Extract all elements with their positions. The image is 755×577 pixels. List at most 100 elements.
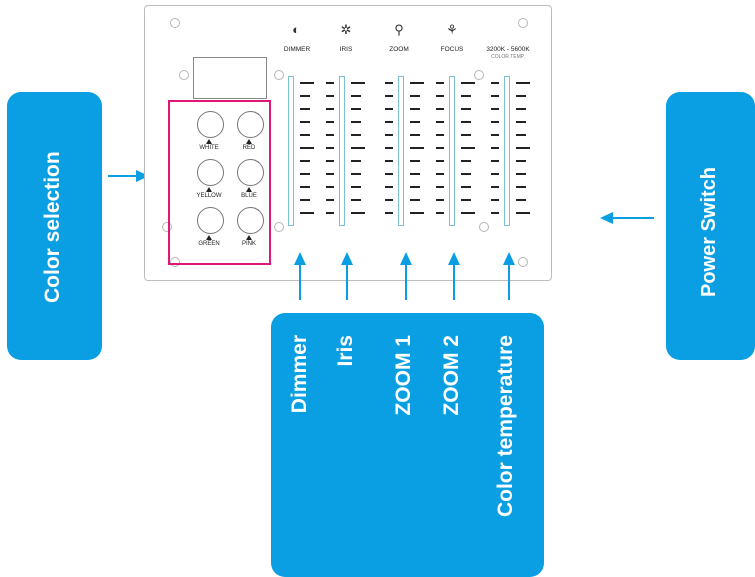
focus-channel-label: FOCUS [440, 46, 464, 53]
fader-tick [410, 95, 420, 97]
zoom1-arrow-line [405, 264, 407, 300]
fader-tick [491, 95, 499, 97]
fader-tick [491, 82, 499, 84]
dimmer-icon: ◐ [292, 22, 300, 37]
fader-tick [461, 173, 471, 175]
fader-tick [491, 147, 499, 149]
fader-tick [326, 160, 334, 162]
white-label: WHITE [199, 145, 219, 151]
fader-tick [351, 160, 361, 162]
fader-tick [436, 199, 444, 201]
pink-button[interactable] [237, 207, 264, 234]
blue-label: BLUE [241, 193, 257, 199]
fader-tick [491, 212, 499, 214]
red-label: RED [242, 145, 256, 151]
fader-tick [351, 186, 361, 188]
fader-tick [461, 160, 471, 162]
white-button[interactable] [197, 111, 224, 138]
screw [479, 222, 489, 232]
fader-tick [410, 82, 424, 84]
fader-tick [516, 134, 526, 136]
fader-tick [461, 186, 471, 188]
fader-tick [326, 199, 334, 201]
fader-tick [300, 108, 310, 110]
zoom2-arrow-head [448, 252, 460, 265]
fader-tick [385, 160, 393, 162]
fader-tick [351, 212, 365, 214]
iris-arrow-line [346, 264, 348, 300]
focus-icon: ⚘ [446, 22, 458, 37]
fader-tick [516, 186, 526, 188]
fader-tick [385, 147, 393, 149]
screw [179, 70, 189, 80]
fader-tick [385, 134, 393, 136]
fader-tick [385, 199, 393, 201]
zoom-channel-label: ZOOM [389, 46, 409, 53]
iris-arrow-head [341, 252, 353, 265]
green-label: GREEN [198, 241, 220, 247]
yellow-indicator [206, 187, 212, 192]
fader-tick [300, 121, 310, 123]
zoom1-arrow-head [400, 252, 412, 265]
fader-tick [326, 173, 334, 175]
fader-tick [491, 186, 499, 188]
zoom-icon: ⚲ [394, 22, 404, 37]
fader-tick [461, 121, 471, 123]
fader-tick [300, 134, 310, 136]
color-selection-arrow-line [108, 175, 138, 177]
fader-tick [326, 134, 334, 136]
zoom-fader-slot[interactable] [398, 76, 404, 226]
fader-tick [491, 134, 499, 136]
dimmer-fader-slot[interactable] [288, 76, 294, 226]
fader-tick [516, 108, 526, 110]
white-indicator [206, 139, 212, 144]
fader-tick [491, 121, 499, 123]
color-temp-fader-slot[interactable] [504, 76, 510, 226]
color-selection-callout: Color selection [7, 92, 102, 360]
fader-tick [436, 160, 444, 162]
fader-tick [516, 95, 526, 97]
yellow-button[interactable] [197, 159, 224, 186]
fader-tick [385, 186, 393, 188]
fader-tick [516, 82, 530, 84]
fader-tick [461, 82, 475, 84]
fader-tick [300, 82, 314, 84]
green-button[interactable] [197, 207, 224, 234]
power-switch-arrow-head [600, 212, 613, 224]
fader-tick [300, 147, 314, 149]
iris-channel-label: IRIS [339, 46, 353, 53]
fader-tick [385, 212, 393, 214]
focus-fader-slot[interactable] [449, 76, 455, 226]
fader-tick [351, 121, 361, 123]
fader-tick [461, 95, 471, 97]
fader-tick [436, 212, 444, 214]
fader-tick [326, 95, 334, 97]
pink-label: PINK [241, 241, 256, 247]
channels-callout: Dimmer Iris ZOOM 1 ZOOM 2 Color temperat… [271, 313, 544, 577]
fader-tick [326, 121, 334, 123]
fader-tick [385, 108, 393, 110]
fader-tick [410, 134, 420, 136]
red-button[interactable] [237, 111, 264, 138]
screw [518, 18, 528, 28]
fader-tick [410, 160, 420, 162]
screw [170, 257, 180, 267]
screw [162, 222, 172, 232]
color-temp-arrow-head [503, 252, 515, 265]
power-switch-callout: Power Switch [666, 92, 755, 360]
fader-tick [461, 199, 471, 201]
fader-tick [410, 121, 420, 123]
fader-tick [461, 134, 471, 136]
dimmer-arrow-line [299, 264, 301, 300]
fader-tick [516, 212, 530, 214]
blue-button[interactable] [237, 159, 264, 186]
fader-tick [436, 108, 444, 110]
fader-tick [351, 134, 361, 136]
color-temp-sub-label: COLOR TEMP. [491, 54, 525, 60]
fader-tick [326, 147, 334, 149]
zoom1-callout-label: ZOOM 1 [392, 335, 415, 416]
fader-tick [410, 212, 424, 214]
fader-tick [436, 186, 444, 188]
fader-tick [516, 199, 526, 201]
iris-fader-slot[interactable] [339, 76, 345, 226]
